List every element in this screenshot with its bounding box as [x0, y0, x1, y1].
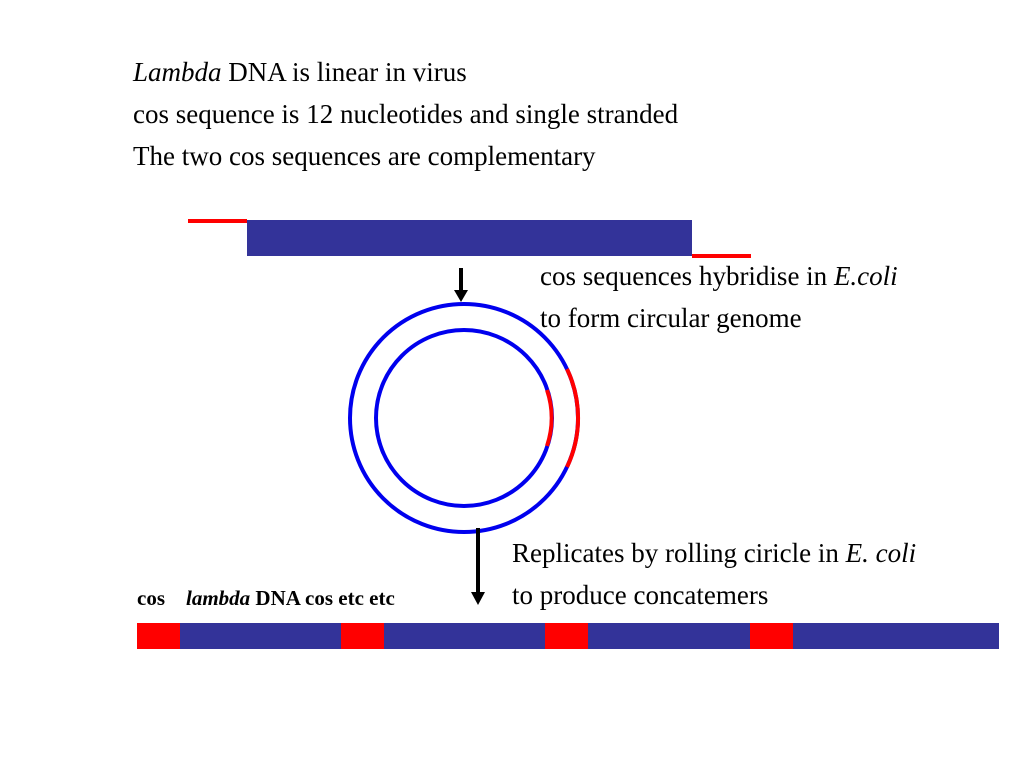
- lambda-word: Lambda: [133, 57, 222, 87]
- intro-line-2: cos sequence is 12 nucleotides and singl…: [133, 99, 679, 129]
- circle-inner-strand: [374, 328, 554, 508]
- arrow-1-head: [454, 290, 468, 302]
- concatemer-cos-4: [750, 623, 793, 649]
- ecoli-word: E.coli: [833, 261, 898, 291]
- replicate-line-1-prefix: Replicates by rolling ciricle in: [512, 538, 846, 568]
- hybridise-text: cos sequences hybridise in E.coli to for…: [540, 262, 898, 346]
- concatemer-cos-3: [545, 623, 588, 649]
- hybridise-line-2: to form circular genome: [540, 303, 802, 333]
- concatemer-cos-1: [137, 623, 180, 649]
- hybridise-line-1: cos sequences hybridise in E.coli: [540, 262, 898, 304]
- replicate-line-2: to produce concatemers: [512, 580, 769, 610]
- cos-hybrid-outer: [565, 368, 581, 468]
- linear-dna-bar: [247, 220, 692, 256]
- concatemer-cos-2: [341, 623, 384, 649]
- cos-hybrid-inner: [545, 389, 554, 447]
- concatemer-caption: cos lambda DNA cos etc etc: [137, 588, 395, 609]
- hybridise-line-1-prefix: cos sequences hybridise in: [540, 261, 834, 291]
- ecoli-word-2: E. coli: [845, 538, 917, 568]
- intro-text: Lambda DNA is linear in virus cos sequen…: [133, 58, 678, 184]
- replicate-line-1: Replicates by rolling ciricle in E. coli: [512, 539, 916, 581]
- caption-cos: cos: [137, 586, 165, 610]
- arrow-2-head: [471, 592, 485, 605]
- caption-rest: DNA cos etc etc: [250, 586, 395, 610]
- intro-line-1: Lambda DNA is linear in virus: [133, 58, 678, 100]
- intro-line-1-rest: DNA is linear in virus: [221, 57, 467, 87]
- circle-outer-strand: [348, 302, 580, 534]
- replicate-text: Replicates by rolling ciricle in E. coli…: [512, 539, 916, 623]
- intro-line-3: The two cos sequences are complementary: [133, 141, 596, 171]
- caption-lambda: lambda: [186, 586, 251, 610]
